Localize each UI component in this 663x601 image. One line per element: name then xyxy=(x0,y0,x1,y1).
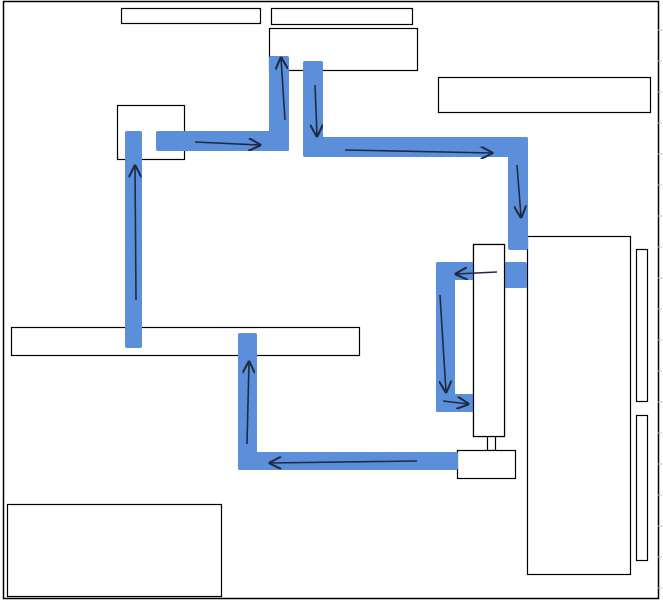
seg-top-right-horizontal xyxy=(303,137,528,157)
arrow-left-inner xyxy=(456,272,498,274)
seg-up-to-top xyxy=(269,56,289,151)
arrow-down-top xyxy=(315,84,317,136)
right-large-block xyxy=(526,235,632,576)
column-base xyxy=(456,449,517,480)
seg-right-stub xyxy=(504,262,527,288)
top-right-block xyxy=(437,76,652,114)
bottom-left-block xyxy=(6,503,223,598)
vertical-column-overlay xyxy=(472,243,506,438)
arrow-up-top xyxy=(281,58,285,121)
column-connector xyxy=(486,435,497,452)
arrow-up-bottom xyxy=(247,362,249,445)
middle-horizontal-bar xyxy=(10,326,361,357)
seg-left-vertical xyxy=(125,131,142,348)
seg-right-vertical xyxy=(508,137,528,250)
top-label-left xyxy=(120,7,262,25)
arrow-down-right xyxy=(517,164,521,217)
right-narrow-lower xyxy=(635,414,649,562)
arrow-right-top-left xyxy=(194,142,260,145)
arrow-right-top xyxy=(344,150,492,153)
top-center-block xyxy=(268,27,419,72)
arrow-left-bottom xyxy=(270,461,418,463)
arrow-up-left xyxy=(135,166,136,301)
seg-bottom-horizontal xyxy=(238,452,458,470)
arrow-down-inner xyxy=(440,294,446,392)
right-narrow-upper xyxy=(635,248,649,403)
arrow-right-inner xyxy=(442,401,468,404)
top-label-right xyxy=(270,7,414,26)
